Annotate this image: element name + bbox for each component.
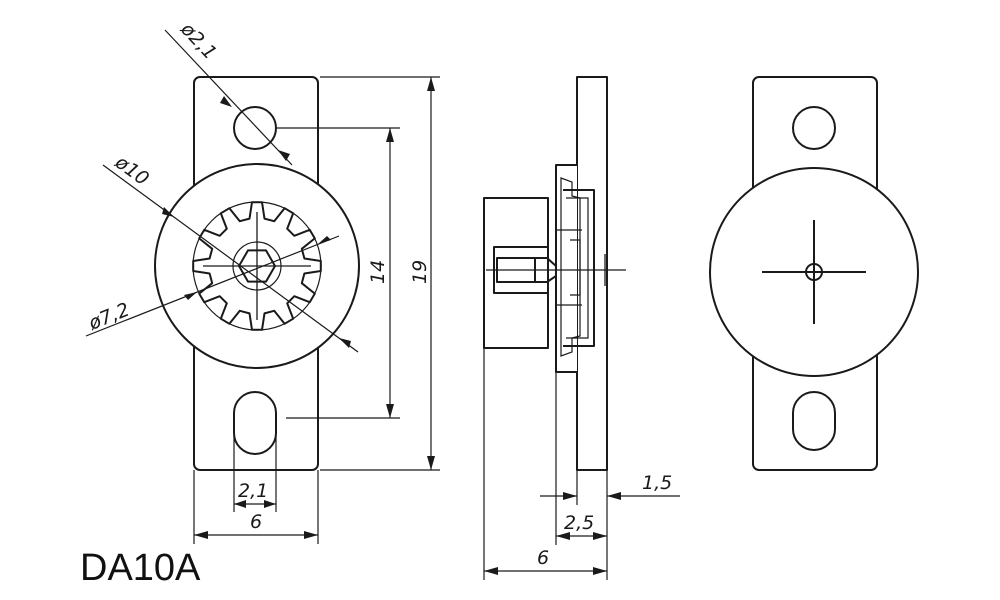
back-view bbox=[709, 76, 919, 471]
gear-diameter-label: ø7,2 bbox=[85, 299, 133, 335]
hole-spacing-label: 14 bbox=[367, 260, 389, 284]
side-plate bbox=[576, 76, 608, 471]
side-view bbox=[483, 76, 626, 471]
dimension-lines bbox=[85, 29, 680, 580]
total-height-label: 19 bbox=[409, 260, 431, 284]
front-view bbox=[154, 76, 360, 471]
model-label: DA10A bbox=[80, 547, 201, 589]
top-mounting-hole bbox=[233, 106, 277, 150]
body-depth-label: 2,5 bbox=[564, 512, 594, 534]
back-bottom-slot bbox=[792, 391, 836, 451]
overall-depth-label: 6 bbox=[537, 547, 549, 569]
side-inner-profile bbox=[560, 177, 581, 357]
plate-width-label: 6 bbox=[250, 511, 262, 533]
slot-width-label: 2,1 bbox=[238, 480, 268, 502]
back-top-hole bbox=[792, 106, 836, 150]
hole-diameter-label: ø2,1 bbox=[176, 18, 221, 64]
gear-outline bbox=[192, 201, 322, 331]
plate-thickness-label: 1,5 bbox=[642, 472, 672, 494]
ring-diameter-label: ø10 bbox=[110, 151, 153, 190]
